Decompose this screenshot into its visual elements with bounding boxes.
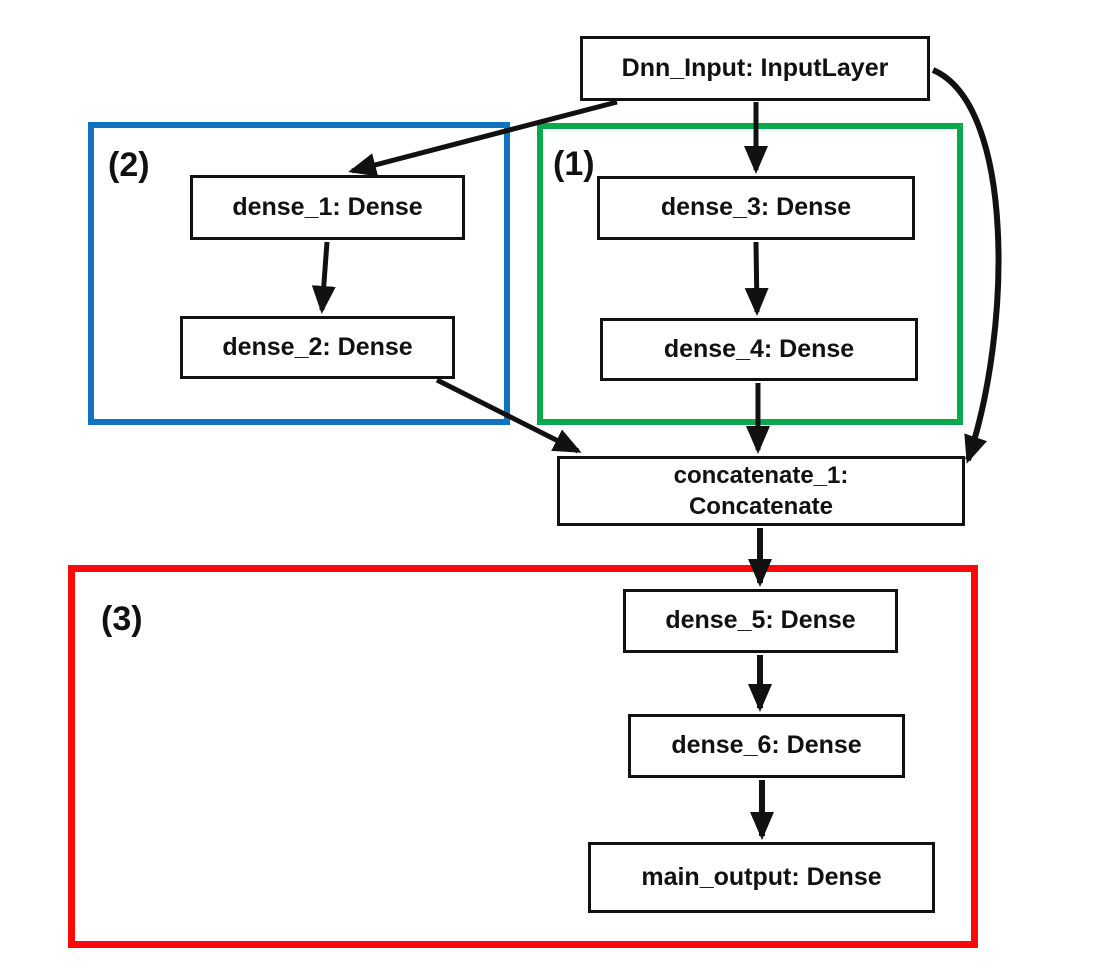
node-concatenate-1-line2: Concatenate	[688, 493, 834, 520]
node-concatenate-1: concatenate_1: Concatenate	[557, 456, 965, 526]
node-dense-1: dense_1: Dense	[190, 175, 465, 240]
node-dense-6: dense_6: Dense	[628, 714, 905, 778]
node-concatenate-1-label: concatenate_1: Concatenate	[674, 460, 849, 522]
node-dense-2-label: dense_2: Dense	[222, 332, 413, 361]
node-concatenate-1-line1: concatenate_1:	[673, 461, 849, 489]
node-dense-4: dense_4: Dense	[600, 318, 918, 381]
group-1-label: (1)	[553, 145, 595, 183]
group-2-label: (2)	[108, 146, 150, 184]
group-3-label: (3)	[101, 600, 143, 638]
node-dense-3: dense_3: Dense	[597, 176, 915, 240]
node-main-output-label: main_output: Dense	[641, 862, 882, 891]
node-dnn-input: Dnn_Input: InputLayer	[580, 36, 930, 101]
node-dense-3-label: dense_3: Dense	[660, 193, 852, 222]
node-dnn-input-label: Dnn_Input: InputLayer	[621, 53, 889, 82]
node-dense-6-label: dense_6: Dense	[671, 731, 862, 760]
node-dense-5: dense_5: Dense	[623, 589, 898, 653]
node-dense-1-label: dense_1: Dense	[232, 192, 423, 221]
group-2-frame: (2)	[88, 122, 510, 425]
node-dense-5-label: dense_5: Dense	[665, 606, 856, 635]
group-3-frame: (3)	[68, 565, 978, 948]
node-main-output: main_output: Dense	[588, 842, 935, 913]
node-dense-4-label: dense_4: Dense	[663, 334, 855, 363]
node-dense-2: dense_2: Dense	[180, 316, 455, 379]
